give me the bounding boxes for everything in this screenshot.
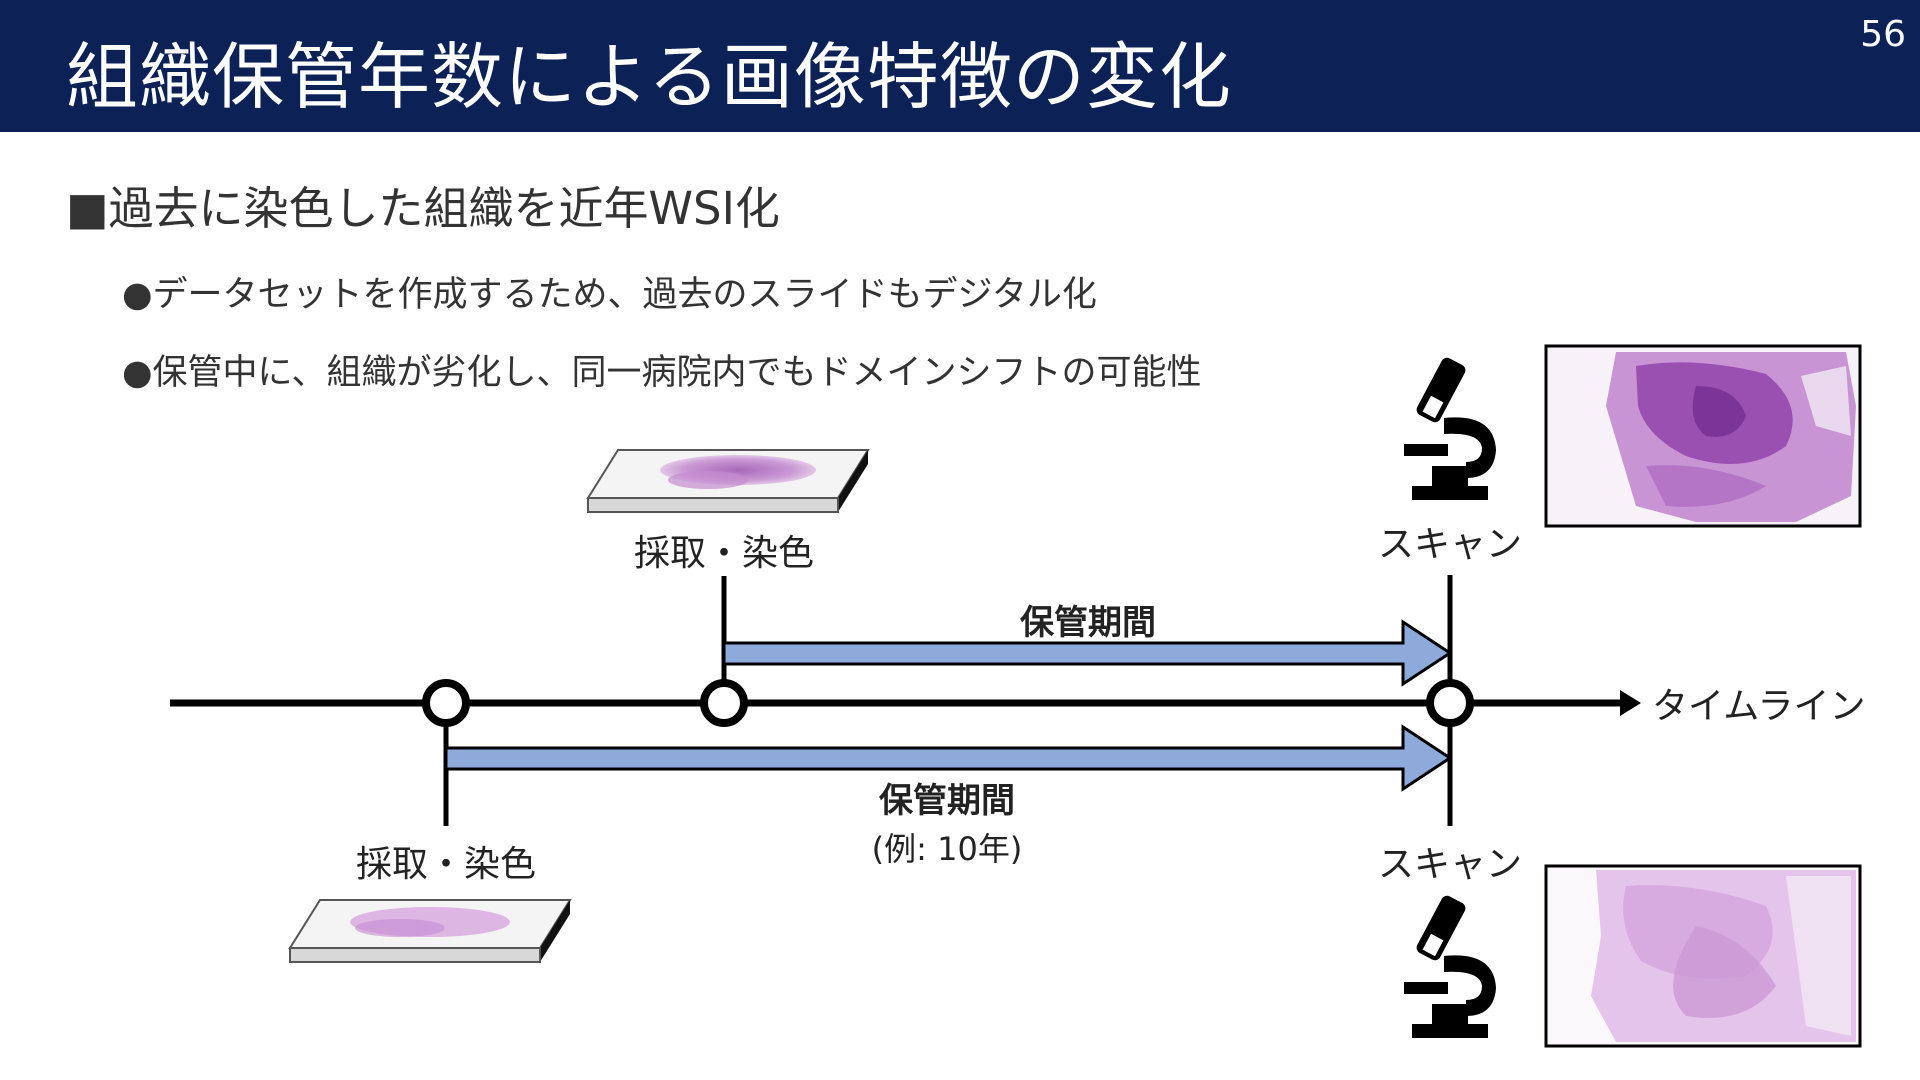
lower-period-label: 保管期間: [879, 781, 1015, 821]
upper-period-label: 保管期間: [1020, 603, 1156, 643]
node-upper-stain: [700, 679, 748, 727]
lower-period-example: (例: 10年): [872, 830, 1023, 868]
timeline-label: タイムライン: [1652, 686, 1865, 727]
sub-bullet-2: ●保管中に、組織が劣化し、同一病院内でもドメインシフトの可能性: [122, 353, 1202, 393]
upper-period-arrow: [722, 619, 1453, 687]
wsi-thumbnail-recent: [1544, 344, 1862, 528]
lower-scan-label: スキャン: [1378, 844, 1522, 885]
node-scan: [1426, 679, 1474, 727]
microscope-icon: [1404, 357, 1496, 500]
node-lower-stain: [422, 679, 470, 727]
sub-bullet-1: ●データセットを作成するため、過去のスライドもデジタル化: [122, 275, 1097, 315]
glass-slide-icon: [288, 899, 572, 963]
timeline-arrowhead: [1620, 690, 1641, 716]
upper-stain-label: 採取・染色: [634, 533, 814, 574]
page-number: 56: [1860, 14, 1906, 55]
upper-scan-label: スキャン: [1378, 524, 1522, 565]
lower-period-arrow: [444, 724, 1453, 792]
microscope-icon: [1404, 895, 1496, 1038]
main-bullet: ■過去に染色した組織を近年WSI化: [66, 182, 780, 235]
title-bar: 組織保管年数による画像特徴の変化 56: [0, 0, 1920, 132]
lower-stain-label: 採取・染色: [356, 844, 536, 885]
wsi-thumbnail-aged: [1544, 864, 1862, 1048]
glass-slide-icon: [586, 449, 870, 513]
page-title: 組織保管年数による画像特徴の変化: [66, 35, 1232, 119]
